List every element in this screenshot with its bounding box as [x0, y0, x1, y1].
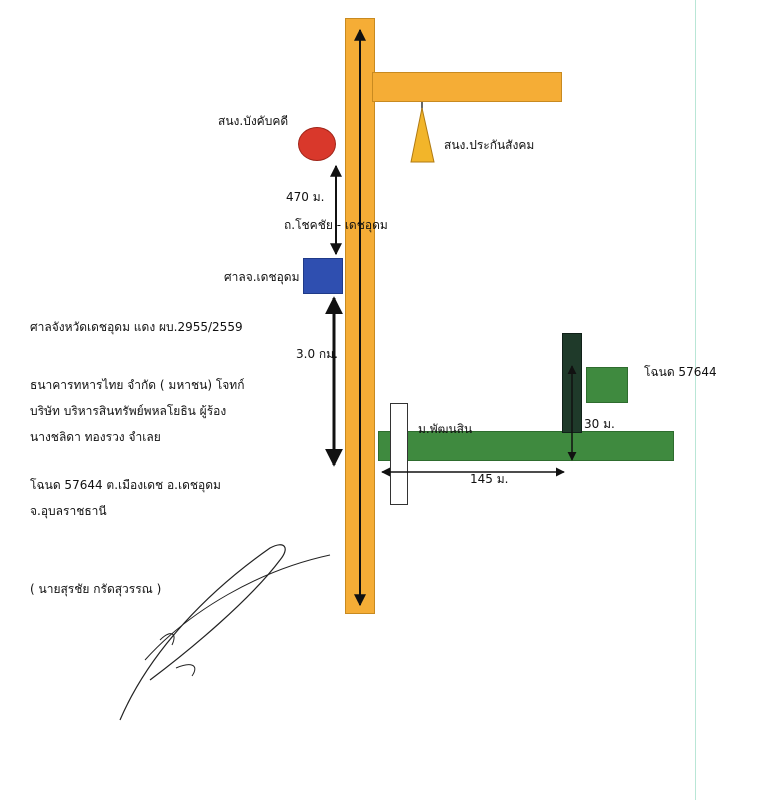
signature-stroke-1	[119, 544, 286, 721]
distance-470-label: 470 ม.	[286, 190, 325, 204]
distance-3km-label: 3.0 กม.	[296, 347, 338, 361]
main-road-horizontal	[372, 72, 562, 102]
signature-stroke-2	[144, 554, 331, 661]
soi-name-label: ม.พัฒนสิน	[418, 422, 473, 436]
court-office-marker	[303, 258, 343, 294]
deed-line-1: โฉนด 57644 ต.เมืองเดช อ.เดชอุดม	[30, 478, 221, 492]
spur-lane	[562, 333, 582, 433]
signature-stroke-3	[159, 633, 196, 677]
distance-145-label: 145 ม.	[470, 472, 509, 486]
hospital-label: สนง.บังคับคดี	[218, 114, 289, 128]
main-road-vertical	[345, 18, 375, 614]
parties-line-3: นางชลิดา ทองรวง จำเลย	[30, 430, 161, 444]
parcel-label: โฉนด 57644	[644, 365, 717, 379]
parties-line-2: บริษัท บริหารสินทรัพย์พหลโยธิน ผู้ร้อง	[30, 404, 227, 418]
hospital-marker	[298, 127, 336, 161]
case-line: ศาลจังหวัดเดชอุดม แดง ผบ.2955/2559	[30, 320, 243, 334]
soi-entrance-marker	[390, 403, 408, 505]
court-office-label: ศาลจ.เดชอุดม	[224, 270, 300, 284]
parcel-marker	[586, 367, 628, 403]
page-edge-line	[695, 0, 696, 800]
distance-30-label: 30 ม.	[584, 417, 615, 431]
soi-road	[378, 431, 674, 461]
deed-line-2: จ.อุบลราชธานี	[30, 504, 107, 518]
road-name-label: ถ.โชคชัย - เดชอุดม	[284, 218, 388, 232]
parties-line-1: ธนาคารทหารไทย จำกัด ( มหาชน) โจทก์	[30, 378, 245, 392]
social-security-label: สนง.ประกันสังคม	[444, 138, 535, 152]
social-security-icon	[410, 107, 435, 163]
signatory-name: ( นายสุรชัย กรัดสุวรรณ )	[30, 582, 162, 596]
